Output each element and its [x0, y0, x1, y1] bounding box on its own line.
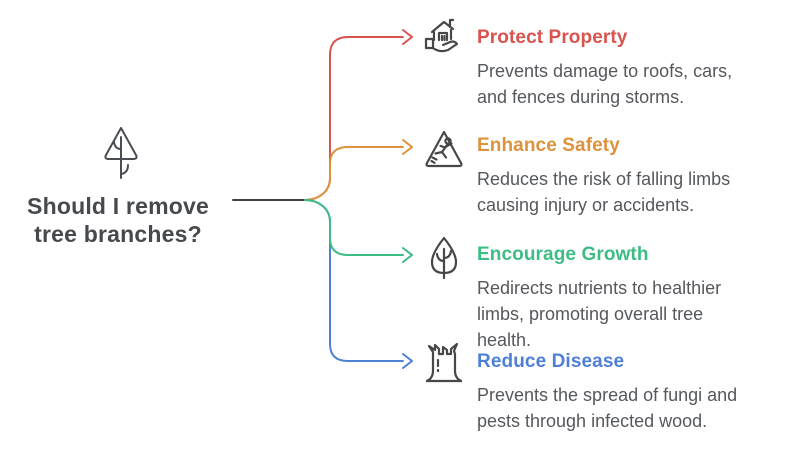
tree-stump-icon: [421, 341, 467, 387]
branch-description: Prevents damage to roofs, cars, and fenc…: [477, 61, 733, 107]
connector-encourage-growth: [304, 199, 404, 256]
connector-enhance-safety: [304, 146, 404, 201]
leaf-tree-icon: [421, 234, 467, 280]
arrowhead-protect-property: [402, 29, 413, 45]
house-in-hand-icon: [420, 15, 466, 61]
branch-description: Prevents the spread of fungi and pests t…: [477, 385, 738, 431]
branch-heading: Encourage Growth: [477, 244, 649, 265]
tree-icon: [99, 124, 143, 184]
falling-hazard-icon: [421, 127, 467, 173]
branch-heading: Enhance Safety: [477, 135, 620, 156]
arrowhead-reduce-disease: [402, 353, 413, 369]
arrowhead-encourage-growth: [402, 247, 413, 263]
root-question-title: Should I remove tree branches?: [27, 193, 209, 247]
branch-description: Redirects nutrients to healthier limbs, …: [477, 278, 722, 350]
branch-description: Reduces the risk of falling limbs causin…: [477, 169, 731, 215]
branch-heading: Reduce Disease: [477, 351, 625, 372]
connector-reduce-disease: [304, 199, 404, 362]
connector-protect-property: [304, 36, 404, 201]
branch-heading: Protect Property: [477, 27, 628, 48]
root-question: Should I remove tree branches?: [12, 192, 224, 248]
arrowhead-enhance-safety: [402, 139, 413, 155]
